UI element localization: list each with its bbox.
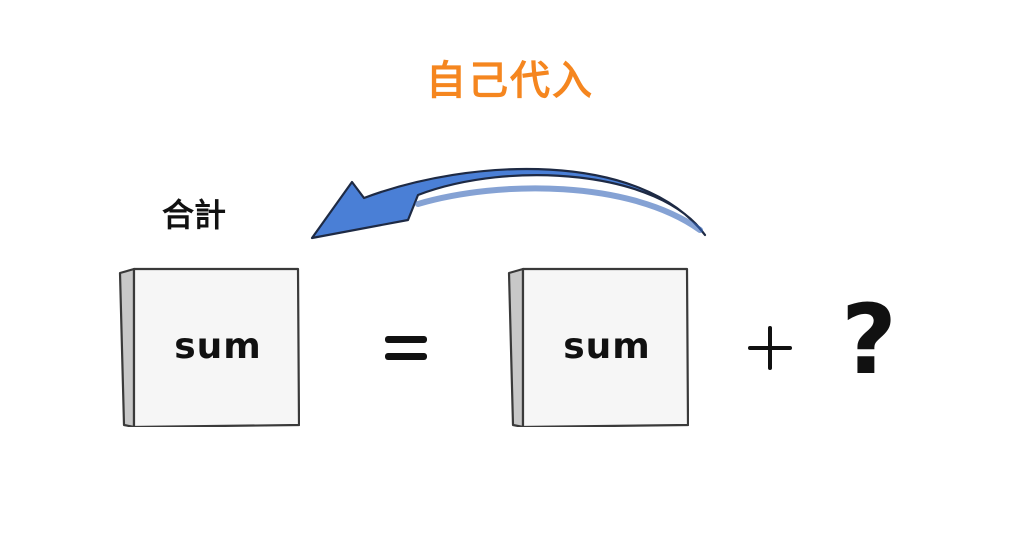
total-label: 合計 (162, 196, 227, 234)
question-mark: ? (841, 284, 897, 396)
sum-left-text: sum (174, 326, 262, 367)
sum-box-left: sum (118, 267, 300, 427)
sum-right-text: sum (563, 326, 651, 367)
box-shape-icon (507, 267, 689, 427)
reassign-arrow-icon (310, 167, 707, 240)
diagram-title: 自己代入 (426, 58, 594, 104)
box-shape-icon (118, 267, 300, 427)
sum-box-right: sum (507, 267, 689, 427)
equals-icon (385, 336, 427, 360)
plus-icon (748, 326, 792, 370)
